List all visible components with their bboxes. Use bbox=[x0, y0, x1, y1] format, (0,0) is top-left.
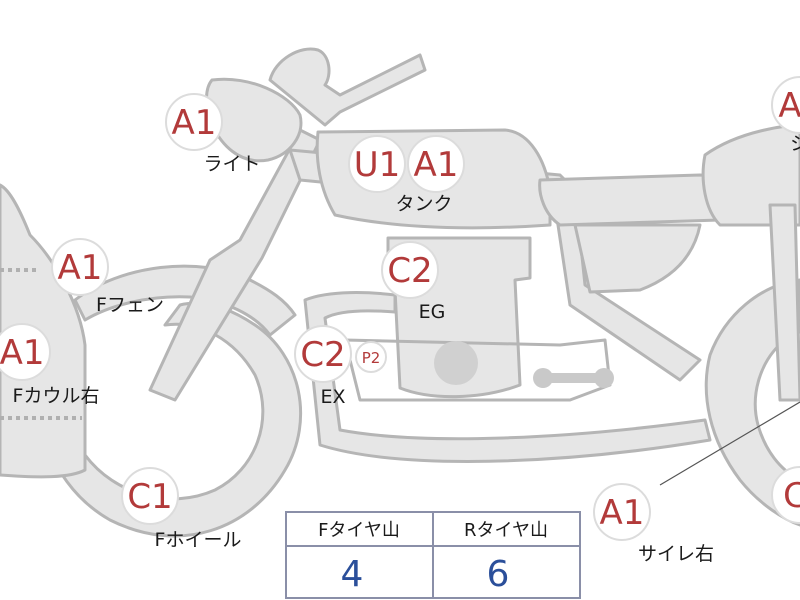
label-front-fender: Fフェン bbox=[96, 294, 164, 316]
handlebar-shape bbox=[268, 47, 427, 127]
tire-tread-table: Fタイヤ山 Rタイヤ山 4 6 bbox=[285, 511, 581, 599]
badge-engine-code: C2 bbox=[387, 251, 432, 291]
table-header-rear-tire: Rタイヤ山 bbox=[464, 520, 548, 541]
badge-exhaust: C2 bbox=[294, 325, 352, 383]
table-value-front-tire: 4 bbox=[341, 554, 364, 595]
label-seat: シ bbox=[790, 133, 800, 155]
label-engine: EG bbox=[419, 301, 446, 323]
badge-seat: A bbox=[771, 76, 800, 134]
front-fork-shape bbox=[148, 128, 322, 402]
badge-front-wheel: C1 bbox=[121, 467, 179, 525]
badge-rear-wheel-code: C bbox=[783, 476, 800, 516]
engine-cover-circle bbox=[434, 341, 478, 385]
label-tank: タンク bbox=[395, 193, 452, 215]
label-front-wheel: Fホイール bbox=[155, 529, 242, 551]
badge-front-wheel-code: C1 bbox=[127, 477, 172, 517]
exhaust-pipe-shape bbox=[303, 291, 712, 463]
badge-tank-u-code: U1 bbox=[354, 145, 401, 185]
front-cowl-shape bbox=[0, 183, 87, 479]
badge-tank-u: U1 bbox=[348, 135, 406, 193]
badge-rear-wheel: C bbox=[771, 466, 800, 524]
badge-silencer: A1 bbox=[593, 483, 651, 541]
badge-front-fender-code: A1 bbox=[58, 248, 103, 288]
badge-tank-a-code: A1 bbox=[414, 145, 459, 185]
badge-front-cowl-code: A1 bbox=[0, 333, 44, 373]
label-light: ライト bbox=[203, 153, 260, 175]
badge-exhaust-code: C2 bbox=[300, 335, 345, 375]
label-front-cowl: Fカウル右 bbox=[13, 385, 100, 407]
rear-cowl-shape bbox=[701, 123, 800, 227]
badge-light-code: A1 bbox=[172, 103, 217, 143]
badge-seat-code: A bbox=[778, 86, 800, 126]
label-silencer: サイレ右 bbox=[638, 543, 714, 565]
badge-engine: C2 bbox=[381, 241, 439, 299]
label-exhaust: EX bbox=[320, 386, 345, 408]
table-header-front-tire: Fタイヤ山 bbox=[318, 520, 400, 541]
badge-front-fender: A1 bbox=[51, 238, 109, 296]
footpeg-icon bbox=[533, 368, 614, 388]
badge-light: A1 bbox=[165, 93, 223, 151]
rear-strut-shape bbox=[768, 203, 800, 402]
seat-shape bbox=[538, 173, 728, 227]
badge-exhaust-p-code: P2 bbox=[362, 349, 381, 367]
front-wheel-shape bbox=[38, 301, 303, 538]
badge-front-cowl: A1 bbox=[0, 323, 51, 381]
silencer-leader-line bbox=[659, 401, 800, 486]
badge-tank-a: A1 bbox=[407, 135, 465, 193]
badge-silencer-code: A1 bbox=[600, 493, 645, 533]
badge-exhaust-p: P2 bbox=[355, 341, 387, 373]
table-value-rear-tire: 6 bbox=[487, 554, 510, 595]
side-cover-shape bbox=[573, 223, 702, 294]
